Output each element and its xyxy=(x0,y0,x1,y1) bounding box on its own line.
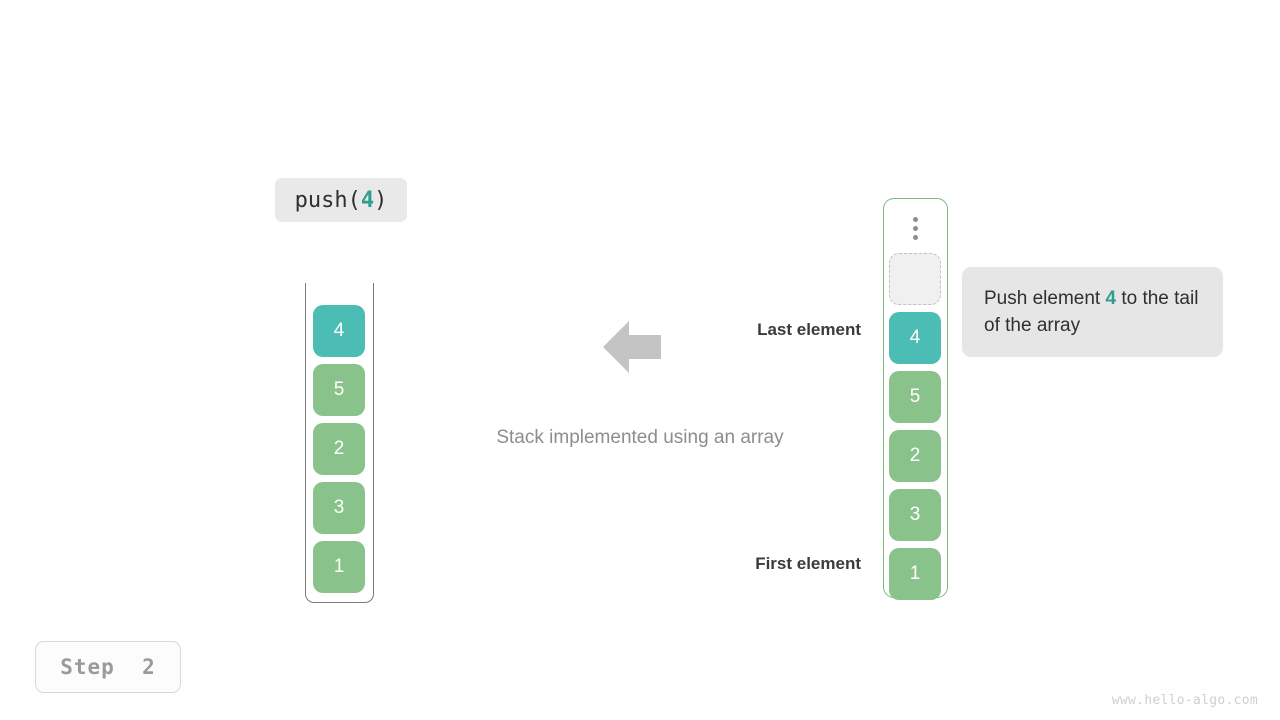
array-cell: 1 xyxy=(889,548,941,600)
operation-argument: 4 xyxy=(360,187,375,213)
array-cell: 2 xyxy=(889,430,941,482)
array-cell: 5 xyxy=(889,371,941,423)
vertical-ellipsis-icon xyxy=(889,210,941,246)
stack-frame xyxy=(305,283,374,603)
step-badge: Step 2 xyxy=(35,641,181,693)
left-arrow-icon xyxy=(603,318,661,376)
operation-prefix: push( xyxy=(294,187,361,213)
stack-cell: 4 xyxy=(313,305,365,357)
operation-label: push(4) xyxy=(275,178,407,222)
diagram-caption: Stack implemented using an array xyxy=(496,427,784,448)
tooltip-text-before: Push element xyxy=(984,288,1106,309)
watermark: www.hello-algo.com xyxy=(1111,693,1258,708)
stack-cell: 2 xyxy=(313,423,365,475)
array-empty-slot xyxy=(889,253,941,305)
stack-cell: 1 xyxy=(313,541,365,593)
last-element-label: Last element xyxy=(757,320,861,339)
tooltip-accent-value: 4 xyxy=(1105,288,1117,309)
array-cell-list: 4 5 2 3 1 xyxy=(889,210,941,600)
stack-cell-list: 4 5 2 3 1 xyxy=(313,305,365,593)
tooltip-callout: Push element 4 to the tail of the array xyxy=(962,267,1223,357)
array-visualization: 4 5 2 3 1 xyxy=(883,198,948,600)
array-cell: 3 xyxy=(889,489,941,541)
stack-cell: 3 xyxy=(313,482,365,534)
array-cell: 4 xyxy=(889,312,941,364)
stack-visualization: 4 5 2 3 1 xyxy=(305,283,374,603)
operation-suffix: ) xyxy=(374,187,388,213)
stack-cell: 5 xyxy=(313,364,365,416)
tooltip-text-after: to the tail of the array xyxy=(984,288,1199,336)
first-element-label: First element xyxy=(755,554,861,573)
